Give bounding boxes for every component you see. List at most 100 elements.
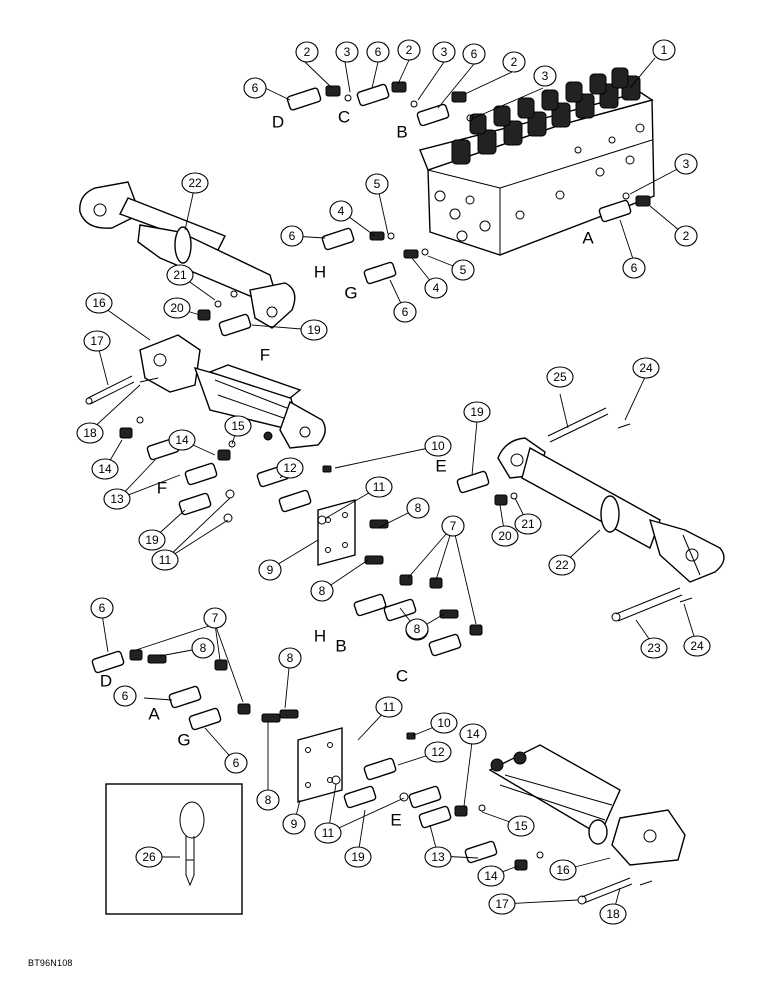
callout-number: 8 [319,584,326,598]
callout-number: 3 [542,69,549,83]
right-hydraulic-cylinder [497,437,725,583]
callout-number: 6 [471,47,478,61]
fittings [91,81,651,871]
callout-7: 7 [441,515,465,537]
callout-number: 19 [470,405,484,419]
callout-1: 1 [652,39,676,61]
callout-8: 8 [256,789,280,811]
callout-21: 21 [514,513,542,535]
callout-5: 5 [451,259,475,281]
callout-3: 3 [335,41,359,63]
figure-code: BT96N108 [28,958,73,968]
callout-2: 2 [397,39,421,61]
callout-number: 6 [375,45,382,59]
callout-number: 1 [661,43,668,57]
callout-8: 8 [405,618,429,640]
callout-number: 2 [304,45,311,59]
callout-number: 26 [142,850,156,864]
callout-6: 6 [280,225,304,247]
port-label-d: D [272,113,284,132]
callout-18: 18 [76,422,104,444]
callout-number: 18 [606,907,620,921]
callout-number: 6 [402,305,409,319]
callout-number: 4 [338,204,345,218]
callout-14: 14 [459,723,487,745]
callout-number: 14 [484,869,498,883]
callout-number: 7 [212,611,219,625]
callout-6: 6 [243,77,267,99]
callout-number: 14 [466,727,480,741]
callout-number: 8 [414,622,421,636]
callout-8: 8 [191,637,215,659]
callout-3: 3 [432,41,456,63]
callout-8: 8 [310,580,334,602]
callout-number: 9 [267,563,274,577]
callout-11: 11 [375,696,403,718]
port-label-d: D [100,672,112,691]
callout-number: 22 [188,176,202,190]
callout-2: 2 [295,41,319,63]
callout-10: 10 [424,435,452,457]
callout-number: 8 [415,501,422,515]
callout-number: 6 [252,81,259,95]
callout-number: 17 [495,897,509,911]
callout-6: 6 [366,41,390,63]
callout-number: 14 [98,462,112,476]
callout-13: 13 [424,846,452,868]
callout-number: 19 [351,850,365,864]
callout-number: 22 [555,558,569,572]
callout-11: 11 [365,476,393,498]
callout-15: 15 [507,815,535,837]
callout-number: 19 [145,533,159,547]
port-label-c: C [396,667,408,686]
upper-hydraulic-cylinder [79,181,296,329]
callout-6: 6 [90,597,114,619]
callout-14: 14 [91,458,119,480]
callout-10: 10 [430,712,458,734]
callout-19: 19 [300,319,328,341]
callout-number: 17 [90,334,104,348]
lower-hydraulic-cylinder [488,744,686,866]
callout-number: 21 [173,268,187,282]
callout-6: 6 [462,43,486,65]
callout-number: 11 [159,553,172,567]
callout-number: 11 [383,700,396,714]
callout-number: 2 [511,55,518,69]
callout-13: 13 [103,488,131,510]
callout-7: 7 [203,607,227,629]
callout-number: 3 [441,45,448,59]
callout-15: 15 [224,415,252,437]
clevis-pins [85,375,693,905]
callout-16: 16 [549,859,577,881]
callout-number: 8 [200,641,207,655]
port-label-b: B [335,637,346,656]
callout-20: 20 [163,297,191,319]
callout-11: 11 [314,822,342,844]
callout-19: 19 [138,529,166,551]
callout-17: 17 [488,893,516,915]
callout-number: 12 [283,461,297,475]
callout-number: 15 [231,419,245,433]
callout-number: 25 [553,370,567,384]
callout-9: 9 [282,813,306,835]
callout-11: 11 [151,549,179,571]
callout-number: 6 [99,601,106,615]
callout-number: 3 [344,45,351,59]
callout-number: 23 [647,641,661,655]
callout-number: 8 [265,793,272,807]
callout-19: 19 [463,401,491,423]
port-label-e: E [435,457,446,476]
callout-26: 26 [135,846,163,868]
control-valve-block [419,67,655,256]
port-label-c: C [338,108,350,127]
port-label-b: B [396,123,407,142]
callout-9: 9 [258,559,282,581]
callout-number: 21 [521,517,535,531]
callout-5: 5 [365,173,389,195]
callout-3: 3 [533,65,557,87]
callout-25: 25 [546,366,574,388]
callout-number: 20 [498,529,512,543]
port-label-h: H [314,263,326,282]
